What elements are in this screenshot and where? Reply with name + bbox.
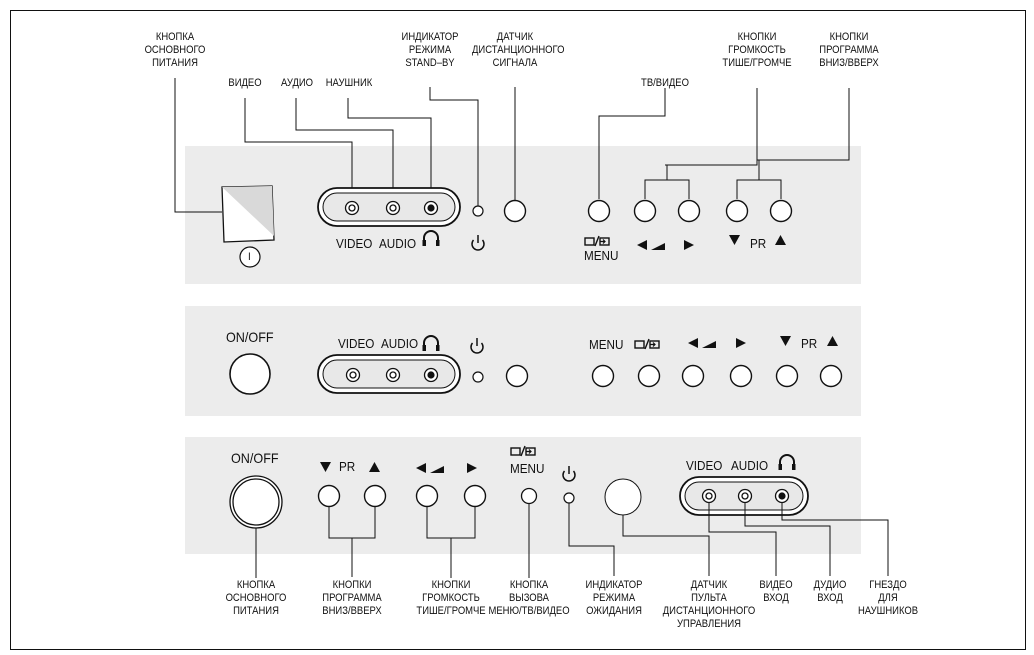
headphone-icon-3: [777, 454, 797, 471]
audio-jack-3[interactable]: [737, 488, 753, 504]
remote-sensor-2: [505, 364, 529, 388]
pr-up-icon-1: [775, 235, 786, 245]
label-program-top: КНОПКИ ПРОГРАММА ВНИЗ/ВВЕРХ: [819, 31, 879, 69]
panel1-pr-label: PR: [750, 236, 767, 251]
headphone-jack-1[interactable]: [423, 200, 439, 216]
remote-sensor-1: [503, 199, 527, 223]
label-main-power-bottom: КНОПКА ОСНОВНОГО ПИТАНИЯ: [225, 579, 287, 617]
tv-source-icon-3: [510, 445, 536, 457]
audio-jack-2[interactable]: [385, 367, 401, 383]
panel2-pr-label: PR: [801, 336, 818, 351]
panel1-video-label: VIDEO: [336, 236, 373, 251]
power-symbol-text: I: [248, 251, 251, 263]
panel3-menu-label: MENU: [510, 461, 545, 476]
standby-power-icon-1: [471, 234, 485, 251]
remote-sensor-3: [604, 478, 642, 516]
panel2-audio-label: AUDIO: [381, 336, 419, 351]
label-audio-top: АУДИО: [280, 77, 314, 89]
tv-source-icon-2: [634, 338, 660, 350]
tv-video-button-2[interactable]: [637, 364, 661, 388]
standby-led-2: [472, 371, 484, 383]
video-jack-2[interactable]: [345, 367, 361, 383]
diagram-frame: [10, 10, 1026, 650]
panel1-audio-label: AUDIO: [379, 236, 417, 251]
power-symbol-circle: [239, 246, 261, 268]
vol-down-button-1[interactable]: [633, 199, 657, 223]
label-audio-in-bottom: ДУДИО ВХОД: [813, 579, 847, 604]
vol-down-icon-3: [416, 463, 444, 473]
label-remote-sensor-bottom: ДАТЧИК ПУЛЬТА ДИСТАНЦИОННОГО УПРАВЛЕНИЯ: [662, 579, 756, 630]
menu-button-2[interactable]: [591, 364, 615, 388]
label-video-in-bottom: ВИДЕО ВХОД: [759, 579, 793, 604]
video-jack-1[interactable]: [344, 200, 360, 216]
front-panel-2: [185, 306, 861, 416]
label-headphone-jack-bottom: ГНЕЗДО ДЛЯ НАУШНИКОВ: [857, 579, 919, 617]
panel2-video-label: VIDEO: [338, 336, 375, 351]
vol-down-icon-2: [688, 338, 716, 348]
pr-up-icon-3: [369, 462, 380, 472]
audio-jack-1[interactable]: [385, 200, 401, 216]
vol-down-icon-1: [637, 240, 665, 250]
headphone-icon-1: [421, 230, 441, 247]
panel1-leader-lines: [174, 78, 850, 213]
panel3-onoff-label: ON/OFF: [231, 450, 279, 466]
vol-up-icon-1: [684, 240, 694, 250]
headphone-jack-2[interactable]: [423, 367, 439, 383]
label-volume-top: КНОПКИ ГРОМКОСТЬ ТИШЕ/ГРОМЧЕ: [722, 31, 792, 69]
pr-down-icon-3: [320, 462, 331, 472]
vol-up-icon-3: [467, 463, 477, 473]
panel1-menu-label: MENU: [584, 248, 619, 263]
pr-down-icon-1: [729, 235, 740, 245]
vol-up-icon-2: [736, 338, 746, 348]
headphone-icon-2: [421, 335, 441, 352]
power-switch-square[interactable]: [221, 185, 275, 243]
video-jack-3[interactable]: [701, 488, 717, 504]
label-remote-sensor-top: ДАТЧИК ДИСТАНЦИОННОГО СИГНАЛА: [472, 31, 565, 69]
pr-down-button-3[interactable]: [317, 484, 341, 508]
pr-down-button-1[interactable]: [725, 199, 749, 223]
label-standby-bottom: ИНДИКАТОР РЕЖИМА ОЖИДАНИЯ: [585, 579, 643, 617]
onoff-button-2[interactable]: [229, 353, 271, 395]
pr-up-button-2[interactable]: [819, 364, 843, 388]
vol-up-button-2[interactable]: [729, 364, 753, 388]
headphone-jack-3[interactable]: [774, 488, 790, 504]
standby-led-1: [472, 205, 484, 217]
menu-button-3[interactable]: [520, 487, 538, 505]
label-headphone-top: НАУШНИК: [325, 77, 373, 89]
pr-up-button-3[interactable]: [363, 484, 387, 508]
panel3-pr-label: PR: [339, 459, 356, 474]
panel2-menu-label: MENU: [589, 337, 624, 352]
pr-up-icon-2: [827, 336, 838, 346]
label-standby-top: ИНДИКАТОР РЕЖИМА STAND–BY: [401, 31, 459, 69]
label-program-bottom: КНОПКИ ПРОГРАММА ВНИЗ/ВВЕРХ: [322, 579, 382, 617]
tv-source-icon-1: [584, 235, 610, 247]
standby-led-3: [563, 492, 575, 504]
label-main-power-top: КНОПКА ОСНОВНОГО ПИТАНИЯ: [144, 31, 206, 69]
standby-power-icon-3: [562, 465, 576, 482]
label-video-top: ВИДЕО: [228, 77, 262, 89]
panel3-audio-label: AUDIO: [731, 458, 769, 473]
label-menu-bottom: КНОПКА ВЫЗОВА МЕНЮ/ТВ/ВИДЕО: [488, 579, 570, 617]
panel2-onoff-label: ON/OFF: [226, 329, 274, 345]
vol-down-button-3[interactable]: [415, 484, 439, 508]
menu-button-1[interactable]: [587, 199, 611, 223]
pr-up-button-1[interactable]: [769, 199, 793, 223]
panel3-leader-lines: [255, 503, 889, 578]
label-tv-video-top: ТВ/ВИДЕО: [641, 77, 689, 89]
vol-up-button-3[interactable]: [463, 484, 487, 508]
vol-down-button-2[interactable]: [681, 364, 705, 388]
standby-power-icon-2: [470, 337, 484, 354]
pr-down-button-2[interactable]: [775, 364, 799, 388]
pr-down-icon-2: [780, 336, 791, 346]
panel3-video-label: VIDEO: [686, 458, 723, 473]
label-volume-bottom: КНОПКИ ГРОМКОСТЬ ТИШЕ/ГРОМЧЕ: [416, 579, 486, 617]
vol-up-button-1[interactable]: [677, 199, 701, 223]
